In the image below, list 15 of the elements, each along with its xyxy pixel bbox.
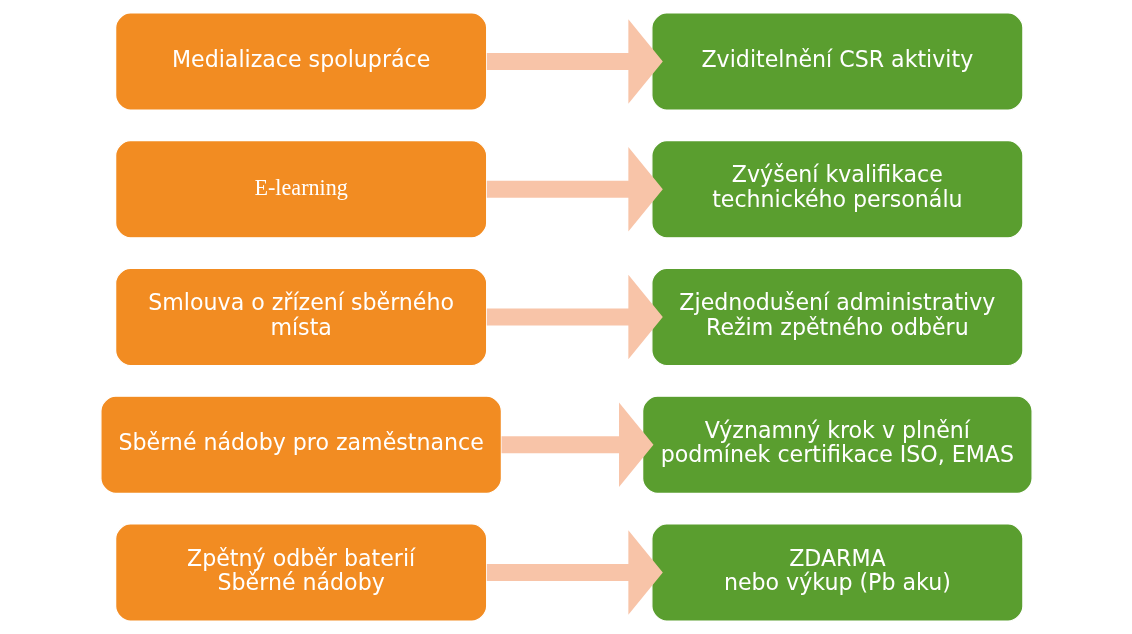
arrow xyxy=(486,19,663,104)
node-box: Významný krok v plnění podmínek certifikace ISO, EMAS xyxy=(641,395,1033,494)
node-box: Sběrné nádoby pro zaměstnance xyxy=(99,395,502,494)
node-box: Zpětný odběr baterií Sběrné nádoby xyxy=(114,523,487,622)
arrow xyxy=(486,530,663,615)
node-box: Zvýšení kvalifikace technického personálu xyxy=(650,140,1023,239)
node-box: Medializace spolupráce xyxy=(114,12,487,111)
node-box: Smlouva o zřízení sběrného místa xyxy=(114,267,487,367)
arrow xyxy=(486,147,663,232)
node-box: ZDARMA nebo výkup (Pb aku) xyxy=(650,523,1023,622)
node-box: Zjednodušení administrativy Režim zpětného odběru xyxy=(650,267,1023,367)
node-box: Zviditelnění CSR aktivity xyxy=(650,12,1023,111)
node-box: E-learning xyxy=(114,140,487,239)
arrow xyxy=(501,402,653,487)
arrow xyxy=(486,274,663,360)
